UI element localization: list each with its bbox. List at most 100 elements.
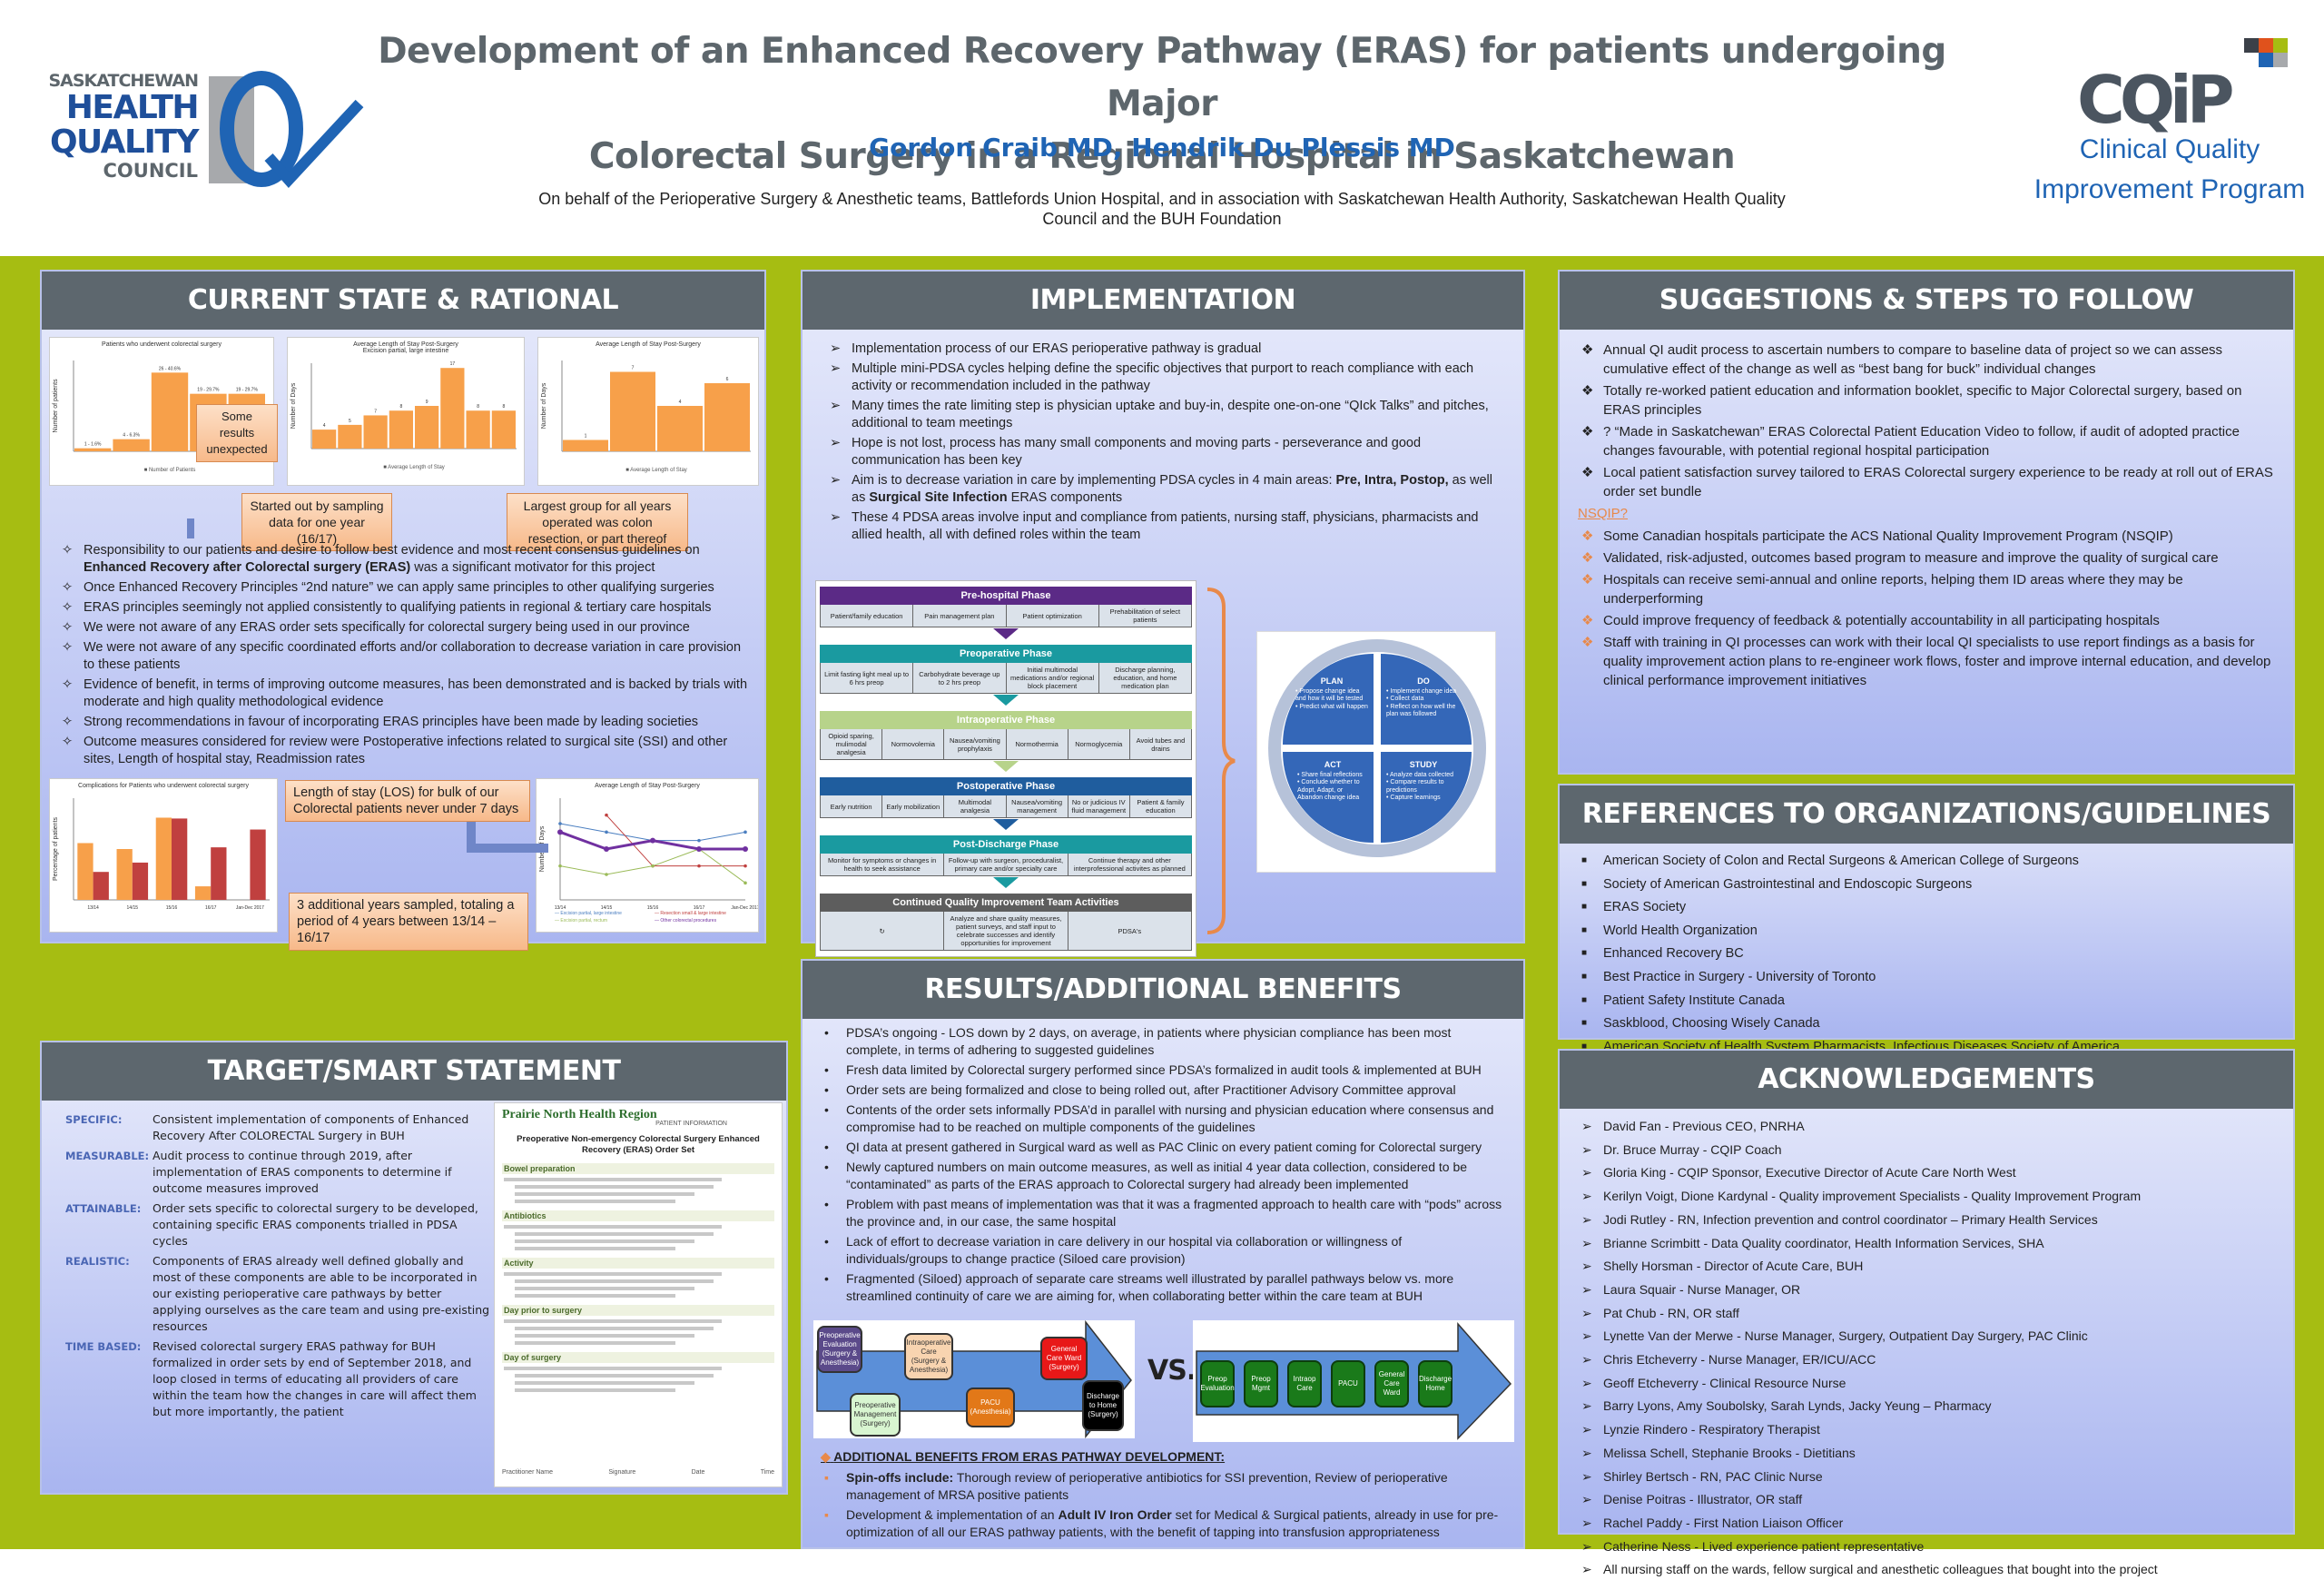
acknowledgements-list: ➢David Fan - Previous CEO, PNRHA➢Dr. Bru…: [1578, 1116, 2275, 1580]
smart-statement: SPECIFIC:Consistent implementation of co…: [65, 1111, 492, 1420]
data-label: 4: [679, 400, 682, 405]
data-point: [651, 864, 655, 868]
bullet-icon: ❖: [1581, 528, 1594, 544]
text-line: [515, 1294, 675, 1298]
cqip-mark: CQiP: [2077, 62, 2234, 138]
bullet-icon: ■: [1581, 902, 1588, 913]
x-tick-label: Jan-Dec 2017: [236, 905, 264, 911]
bullet-icon: ❖: [1581, 465, 1594, 480]
chart-svg: Number of Days13/1414/1515/1616/17Jan-De…: [539, 798, 760, 923]
text-line: [504, 1319, 722, 1323]
data-point: [605, 813, 608, 817]
rationale-item: ✧Outcome measures considered for review …: [62, 735, 728, 766]
nsqip-list: ❖Some Canadian hospitals participate the…: [1578, 527, 2275, 690]
logo-square: [2273, 53, 2288, 67]
phase-title: Post-Discharge Phase: [820, 835, 1192, 854]
text-line: [515, 1247, 675, 1250]
footer-field: Signature: [608, 1469, 636, 1476]
reference-item: ■Saskblood, Choosing Wisely Canada: [1578, 1013, 2275, 1034]
x-tick-label: 14/15: [601, 905, 613, 911]
bullet-icon: ❖: [1581, 550, 1594, 566]
x-tick-label: 14/15: [127, 905, 139, 911]
bullet-icon: •: [824, 1197, 829, 1211]
rationale-item: ✧We were not aware of any specific coord…: [62, 640, 742, 672]
poster-title: Development of an Enhanced Recovery Path…: [363, 25, 1961, 183]
title-line: Colorectal Surgery in a Regional Hospita…: [588, 136, 1736, 177]
nsqip-heading: NSQIP?: [1578, 506, 1629, 521]
callout-largest: Largest group for all years operated was…: [507, 493, 688, 551]
acknowledgement-item: ➢Laura Squair - Nurse Manager, OR: [1578, 1279, 2275, 1300]
section-title: Bowel preparation: [502, 1163, 774, 1174]
rationale-list: ✧Responsibility to our patients and desi…: [58, 542, 752, 768]
text-line: [515, 1200, 675, 1203]
phase-item: Multimodal analgesia: [944, 795, 1007, 817]
bullet-icon: ❖: [1581, 424, 1594, 439]
smart-key: MEASURABLE:: [65, 1150, 150, 1162]
cqip-logo: CQiP Clinical Quality Improvement Progra…: [2034, 35, 2306, 216]
bullet-icon: •: [824, 1140, 829, 1154]
references-list: ■American Society of Colon and Rectal Su…: [1578, 851, 2275, 1057]
bullet-icon: ▪: [824, 1470, 829, 1485]
smart-key: SPECIFIC:: [65, 1113, 123, 1126]
reference-item: ■Patient Safety Institute Canada: [1578, 991, 2275, 1012]
nsqip-item: ❖Hospitals can receive semi-annual and o…: [1581, 572, 2183, 607]
reference-item: ■Society of American Gastrointestinal an…: [1578, 874, 2275, 895]
nsqip-item: ❖Staff with training in QI processes can…: [1581, 635, 2271, 688]
callout-unexpected: Some results unexpected: [196, 404, 278, 462]
bullet-icon: ❖: [1581, 572, 1594, 588]
phase-item: Prehabilitation of select patients: [1098, 605, 1191, 627]
pdsa-act: ACT• Share final reflections• Conclude w…: [1283, 752, 1374, 843]
phase-item: Nausea/vomiting prophylaxis: [944, 729, 1007, 759]
data-label: 4: [323, 423, 326, 429]
target-panel: TARGET/SMART STATEMENT SPECIFIC:Consiste…: [40, 1041, 788, 1495]
panel-heading: CURRENT STATE & RATIONAL: [42, 272, 764, 330]
phase-items: ↻Analyze and share quality measures, pat…: [820, 912, 1192, 951]
affiliation: On behalf of the Perioperative Surgery &…: [454, 189, 1870, 229]
implementation-item: ➢Hope is not lost, process has many smal…: [830, 436, 1422, 468]
text-line: [515, 1232, 714, 1236]
pdsa-item: • Collect data: [1386, 696, 1424, 702]
bar: [363, 415, 388, 449]
pdsa-item: • Analyze data collected: [1386, 771, 1454, 778]
logo-square: [2273, 38, 2288, 53]
acknowledgement-item: ➢Geoff Etcheverry - Clinical Resource Nu…: [1578, 1373, 2275, 1394]
pdsa-item: • Predict what will happen: [1295, 703, 1368, 710]
phase-title: Pre-hospital Phase: [820, 587, 1192, 605]
suggestions-list: ❖Annual QI audit process to ascertain nu…: [1578, 341, 2275, 501]
results-list: •PDSA’s ongoing - LOS down by 2 days, on…: [821, 1024, 1505, 1305]
logo-square: [2259, 53, 2273, 67]
down-arrow-icon: [993, 695, 1019, 706]
smart-value: Order sets specific to colorectal surger…: [153, 1201, 478, 1248]
order-set-section: Day of surgery: [502, 1352, 774, 1392]
data-label: 7: [632, 366, 635, 371]
x-tick-label: 15/16: [166, 905, 178, 911]
acknowledgement-item: ➢Jodi Rutley - RN, Infection prevention …: [1578, 1210, 2275, 1230]
order-set-section: Bowel preparation: [502, 1163, 774, 1203]
bullet-icon: ➢: [1581, 1492, 1592, 1507]
shqc-logo: SASKATCHEWAN HEALTH QUALITY COUNCIL: [34, 71, 379, 189]
panel-heading: RESULTS/ADDITIONAL BENEFITS: [803, 961, 1523, 1019]
implementation-item: ➢Multiple mini-PDSA cycles helping defin…: [830, 361, 1474, 393]
suggestion-item: ❖Totally re-worked patient education and…: [1581, 383, 2242, 418]
text-line: [515, 1381, 694, 1385]
x-tick-label: 13/14: [87, 905, 99, 911]
bar: [74, 448, 112, 451]
chart-subtitle: Excision partial, large intestine: [362, 348, 449, 354]
smart-key: TIME BASED:: [65, 1340, 142, 1353]
bullet-icon: ➢: [1581, 1562, 1592, 1577]
logo-text: HEALTH: [65, 89, 200, 126]
data-label: 8: [477, 404, 479, 410]
data-point: [605, 873, 608, 876]
bullet-icon: ➢: [1581, 1422, 1592, 1437]
pathway-step: Discharge to Home (Surgery): [1082, 1380, 1124, 1431]
x-tick-label: 16/17: [205, 905, 217, 911]
phase-item: Patient & family education: [1129, 795, 1192, 817]
text-line: [504, 1367, 722, 1370]
bullet-icon: ➢: [1581, 1211, 1592, 1227]
bar: [657, 406, 703, 451]
section-title: Activity: [502, 1258, 774, 1269]
current-state-panel: CURRENT STATE & RATIONAL Patients who un…: [40, 270, 766, 951]
